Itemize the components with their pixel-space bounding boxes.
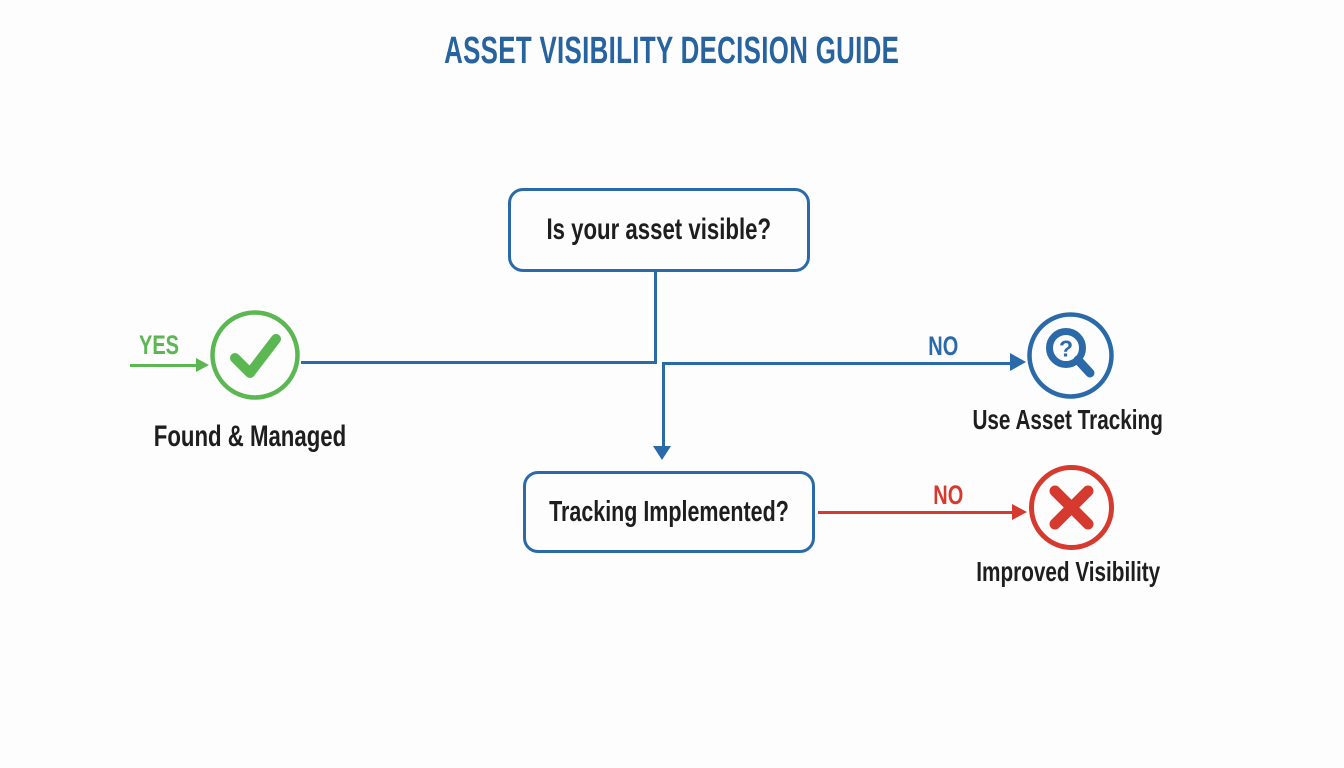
search-question-circle-icon: ? — [1026, 311, 1115, 405]
decision-node-tracking-implemented: Tracking Implemented? — [523, 471, 815, 553]
connector-question1-down — [654, 271, 657, 363]
decision-node-asset-visible: Is your asset visible? — [508, 188, 810, 272]
arrowhead-right-icon — [1010, 353, 1026, 371]
connector-yes-arrow — [130, 364, 197, 367]
connector-left-yes-branch — [301, 361, 657, 364]
decision-node-label: Tracking Implemented? — [549, 495, 789, 528]
no-branch-right-label: NO — [928, 331, 958, 361]
x-circle-icon — [1028, 464, 1115, 556]
connector-down-question2 — [662, 362, 665, 448]
yes-branch-label: YES — [139, 330, 179, 360]
arrowhead-down-icon — [653, 446, 671, 460]
connector-no-red-arrow — [818, 511, 1014, 514]
check-circle-icon — [209, 309, 301, 406]
page-title: ASSET VISIBILITY DECISION GUIDE — [444, 30, 900, 72]
no-branch-bottom-label: NO — [933, 480, 963, 510]
connector-right-no-branch — [662, 362, 1012, 365]
decision-node-label: Is your asset visible? — [546, 213, 772, 246]
arrowhead-yes-icon — [196, 358, 209, 372]
arrowhead-no-red-icon — [1012, 504, 1027, 520]
outcome-found-managed-label: Found & Managed — [153, 420, 347, 453]
outcome-improved-visibility-label: Improved Visibility — [976, 556, 1160, 587]
outcome-use-asset-tracking-label: Use Asset Tracking — [972, 404, 1164, 435]
question-mark-glyph: ? — [1059, 336, 1073, 362]
